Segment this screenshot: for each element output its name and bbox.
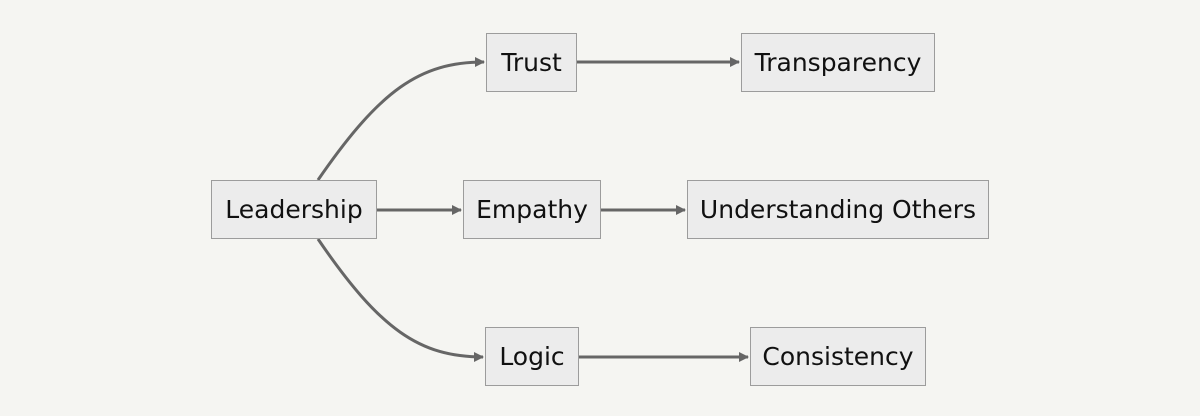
node-consistency: Consistency <box>750 327 926 386</box>
node-leadership: Leadership <box>211 180 377 239</box>
node-transparency: Transparency <box>741 33 935 92</box>
node-logic: Logic <box>485 327 579 386</box>
node-understanding-others: Understanding Others <box>687 180 989 239</box>
node-empathy: Empathy <box>463 180 601 239</box>
node-trust: Trust <box>486 33 577 92</box>
edge-leadership-logic <box>316 238 484 362</box>
edge-leadership-trust <box>316 57 485 181</box>
